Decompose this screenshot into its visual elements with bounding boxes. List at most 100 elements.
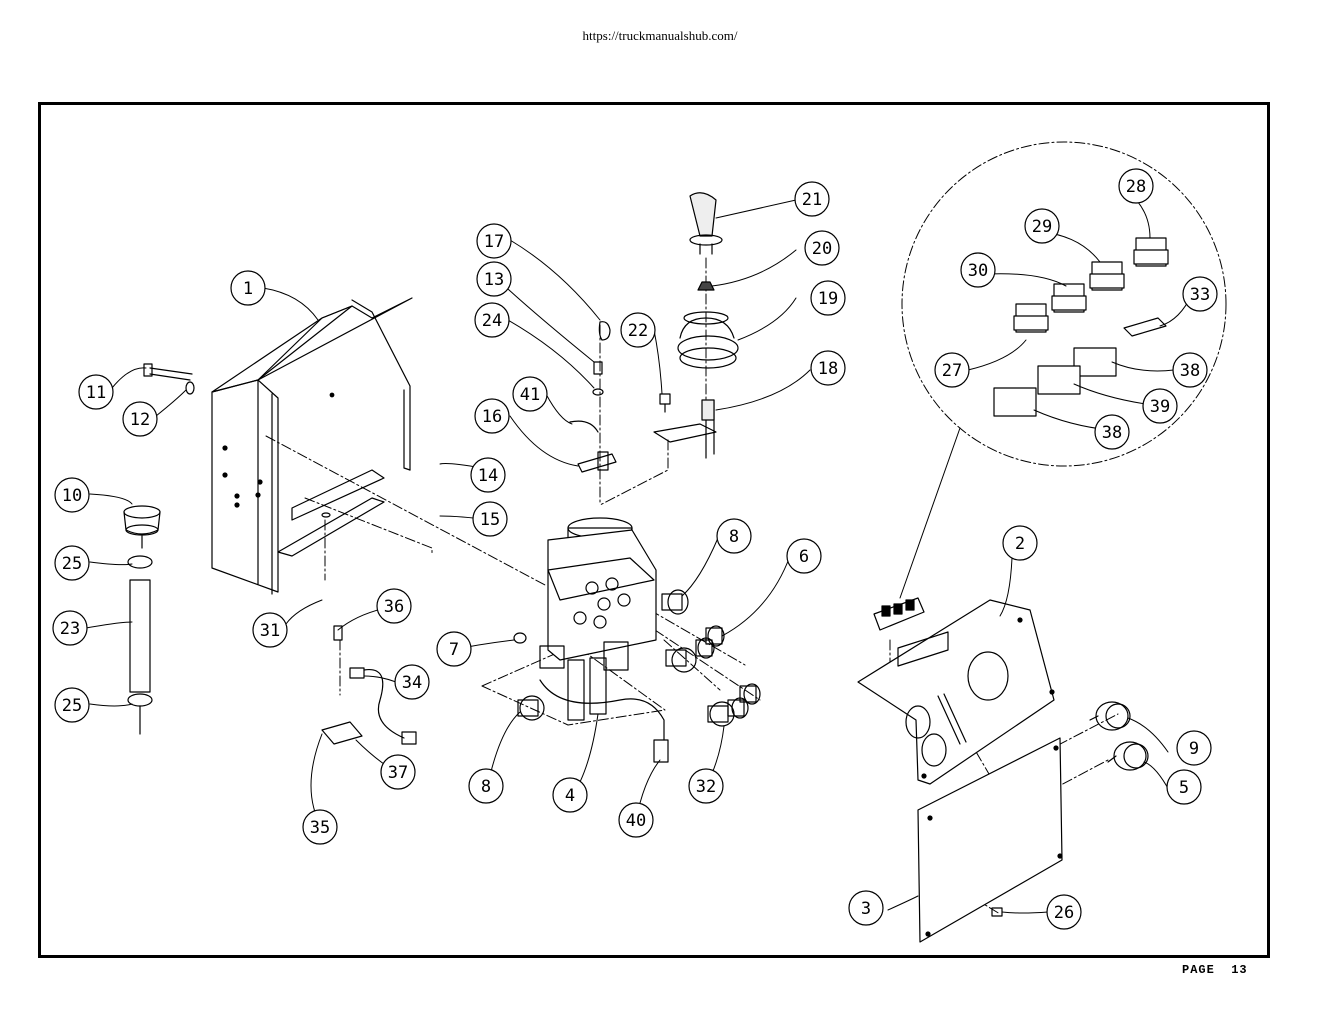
svg-text:22: 22 bbox=[628, 321, 648, 341]
back-cover-part bbox=[917, 737, 1063, 943]
svg-text:8: 8 bbox=[481, 777, 491, 797]
valve-body-part bbox=[513, 517, 669, 763]
callout-34: 34 bbox=[394, 664, 430, 700]
callout-26: 26 bbox=[1046, 894, 1082, 930]
svg-text:5: 5 bbox=[1179, 778, 1189, 798]
callout-10: 10 bbox=[54, 477, 90, 513]
callout-30: 30 bbox=[960, 252, 996, 288]
callout-13: 13 bbox=[476, 261, 512, 297]
svg-text:40: 40 bbox=[626, 811, 646, 831]
callout-41: 41 bbox=[512, 376, 548, 412]
callout-27: 27 bbox=[934, 352, 970, 388]
callout-17: 17 bbox=[476, 223, 512, 259]
callout-38-lower: 38 bbox=[1094, 414, 1130, 450]
svg-text:32: 32 bbox=[696, 777, 716, 797]
svg-text:30: 30 bbox=[968, 261, 988, 281]
callout-40: 40 bbox=[618, 802, 654, 838]
svg-text:11: 11 bbox=[86, 383, 106, 403]
page-number: 13 bbox=[1231, 963, 1248, 977]
callout-38-upper: 38 bbox=[1172, 352, 1208, 388]
svg-text:19: 19 bbox=[818, 289, 838, 309]
svg-text:31: 31 bbox=[260, 621, 280, 641]
callout-6: 6 bbox=[786, 538, 822, 574]
lever-assembly bbox=[569, 321, 717, 473]
svg-text:28: 28 bbox=[1126, 177, 1146, 197]
callout-8-upper: 8 bbox=[716, 518, 752, 554]
svg-text:15: 15 bbox=[480, 510, 500, 530]
svg-text:12: 12 bbox=[130, 410, 150, 430]
svg-text:36: 36 bbox=[384, 597, 404, 617]
bracket-part bbox=[211, 297, 413, 595]
dash-panel-part bbox=[857, 597, 1055, 785]
svg-text:1: 1 bbox=[243, 279, 253, 299]
callout-5: 5 bbox=[1166, 769, 1202, 805]
callout-20: 20 bbox=[804, 230, 840, 266]
svg-text:33: 33 bbox=[1190, 285, 1210, 305]
svg-text:39: 39 bbox=[1150, 397, 1170, 417]
svg-text:4: 4 bbox=[565, 786, 575, 806]
knob-and-tube-assembly bbox=[123, 505, 161, 735]
svg-text:7: 7 bbox=[449, 640, 459, 660]
svg-text:35: 35 bbox=[310, 818, 330, 838]
svg-text:25: 25 bbox=[62, 554, 82, 574]
leader-lines bbox=[85, 191, 1193, 914]
callout-31: 31 bbox=[252, 612, 288, 648]
callout-25-lower: 25 bbox=[54, 687, 90, 723]
callout-3: 3 bbox=[848, 890, 884, 926]
callout-9: 9 bbox=[1176, 730, 1212, 766]
callout-39: 39 bbox=[1142, 388, 1178, 424]
callout-15: 15 bbox=[472, 501, 508, 537]
callout-2: 2 bbox=[1002, 525, 1038, 561]
page-word: PAGE bbox=[1182, 963, 1215, 977]
callout-29: 29 bbox=[1024, 208, 1060, 244]
harness-and-bracket bbox=[321, 625, 417, 745]
bolt-part-11 bbox=[143, 363, 195, 395]
callout-21: 21 bbox=[794, 181, 830, 217]
callout-25-upper: 25 bbox=[54, 545, 90, 581]
callout-18: 18 bbox=[810, 350, 846, 386]
drawing-frame bbox=[38, 102, 1270, 958]
page-number-label: PAGE 13 bbox=[1182, 963, 1262, 977]
svg-text:25: 25 bbox=[62, 696, 82, 716]
svg-text:2: 2 bbox=[1015, 534, 1025, 554]
svg-text:38: 38 bbox=[1180, 361, 1200, 381]
callout-14: 14 bbox=[470, 457, 506, 493]
callout-37: 37 bbox=[380, 754, 416, 790]
callout-24: 24 bbox=[474, 302, 510, 338]
svg-text:27: 27 bbox=[942, 361, 962, 381]
svg-text:8: 8 bbox=[729, 527, 739, 547]
source-url[interactable]: https://truckmanualshub.com/ bbox=[582, 28, 738, 43]
svg-text:20: 20 bbox=[812, 239, 832, 259]
svg-text:34: 34 bbox=[402, 673, 422, 693]
svg-text:21: 21 bbox=[802, 190, 822, 210]
callout-23: 23 bbox=[52, 610, 88, 646]
switch-detail-view bbox=[899, 141, 1227, 599]
svg-text:9: 9 bbox=[1189, 739, 1199, 759]
svg-text:29: 29 bbox=[1032, 217, 1052, 237]
callout-bubbles: 1 2 3 4 5 6 7 8 8 9 10 11 12 13 14 15 16… bbox=[52, 168, 1218, 930]
gauges bbox=[1089, 701, 1149, 771]
washer-part-12 bbox=[185, 381, 195, 395]
callout-22: 22 bbox=[620, 312, 656, 348]
joystick-assembly bbox=[677, 192, 739, 421]
svg-text:37: 37 bbox=[388, 763, 408, 783]
svg-text:3: 3 bbox=[861, 899, 871, 919]
svg-text:14: 14 bbox=[478, 466, 498, 486]
callout-11: 11 bbox=[78, 374, 114, 410]
svg-text:18: 18 bbox=[818, 359, 838, 379]
callout-7: 7 bbox=[436, 631, 472, 667]
svg-text:41: 41 bbox=[520, 385, 540, 405]
svg-text:16: 16 bbox=[482, 407, 502, 427]
svg-text:10: 10 bbox=[62, 486, 82, 506]
callout-19: 19 bbox=[810, 280, 846, 316]
callout-16: 16 bbox=[474, 398, 510, 434]
callout-1: 1 bbox=[230, 270, 266, 306]
hydraulic-fittings bbox=[517, 589, 761, 727]
svg-text:13: 13 bbox=[484, 270, 504, 290]
svg-text:24: 24 bbox=[482, 311, 502, 331]
svg-text:6: 6 bbox=[799, 547, 809, 567]
callout-12: 12 bbox=[122, 401, 158, 437]
callout-28: 28 bbox=[1118, 168, 1154, 204]
svg-text:38: 38 bbox=[1102, 423, 1122, 443]
